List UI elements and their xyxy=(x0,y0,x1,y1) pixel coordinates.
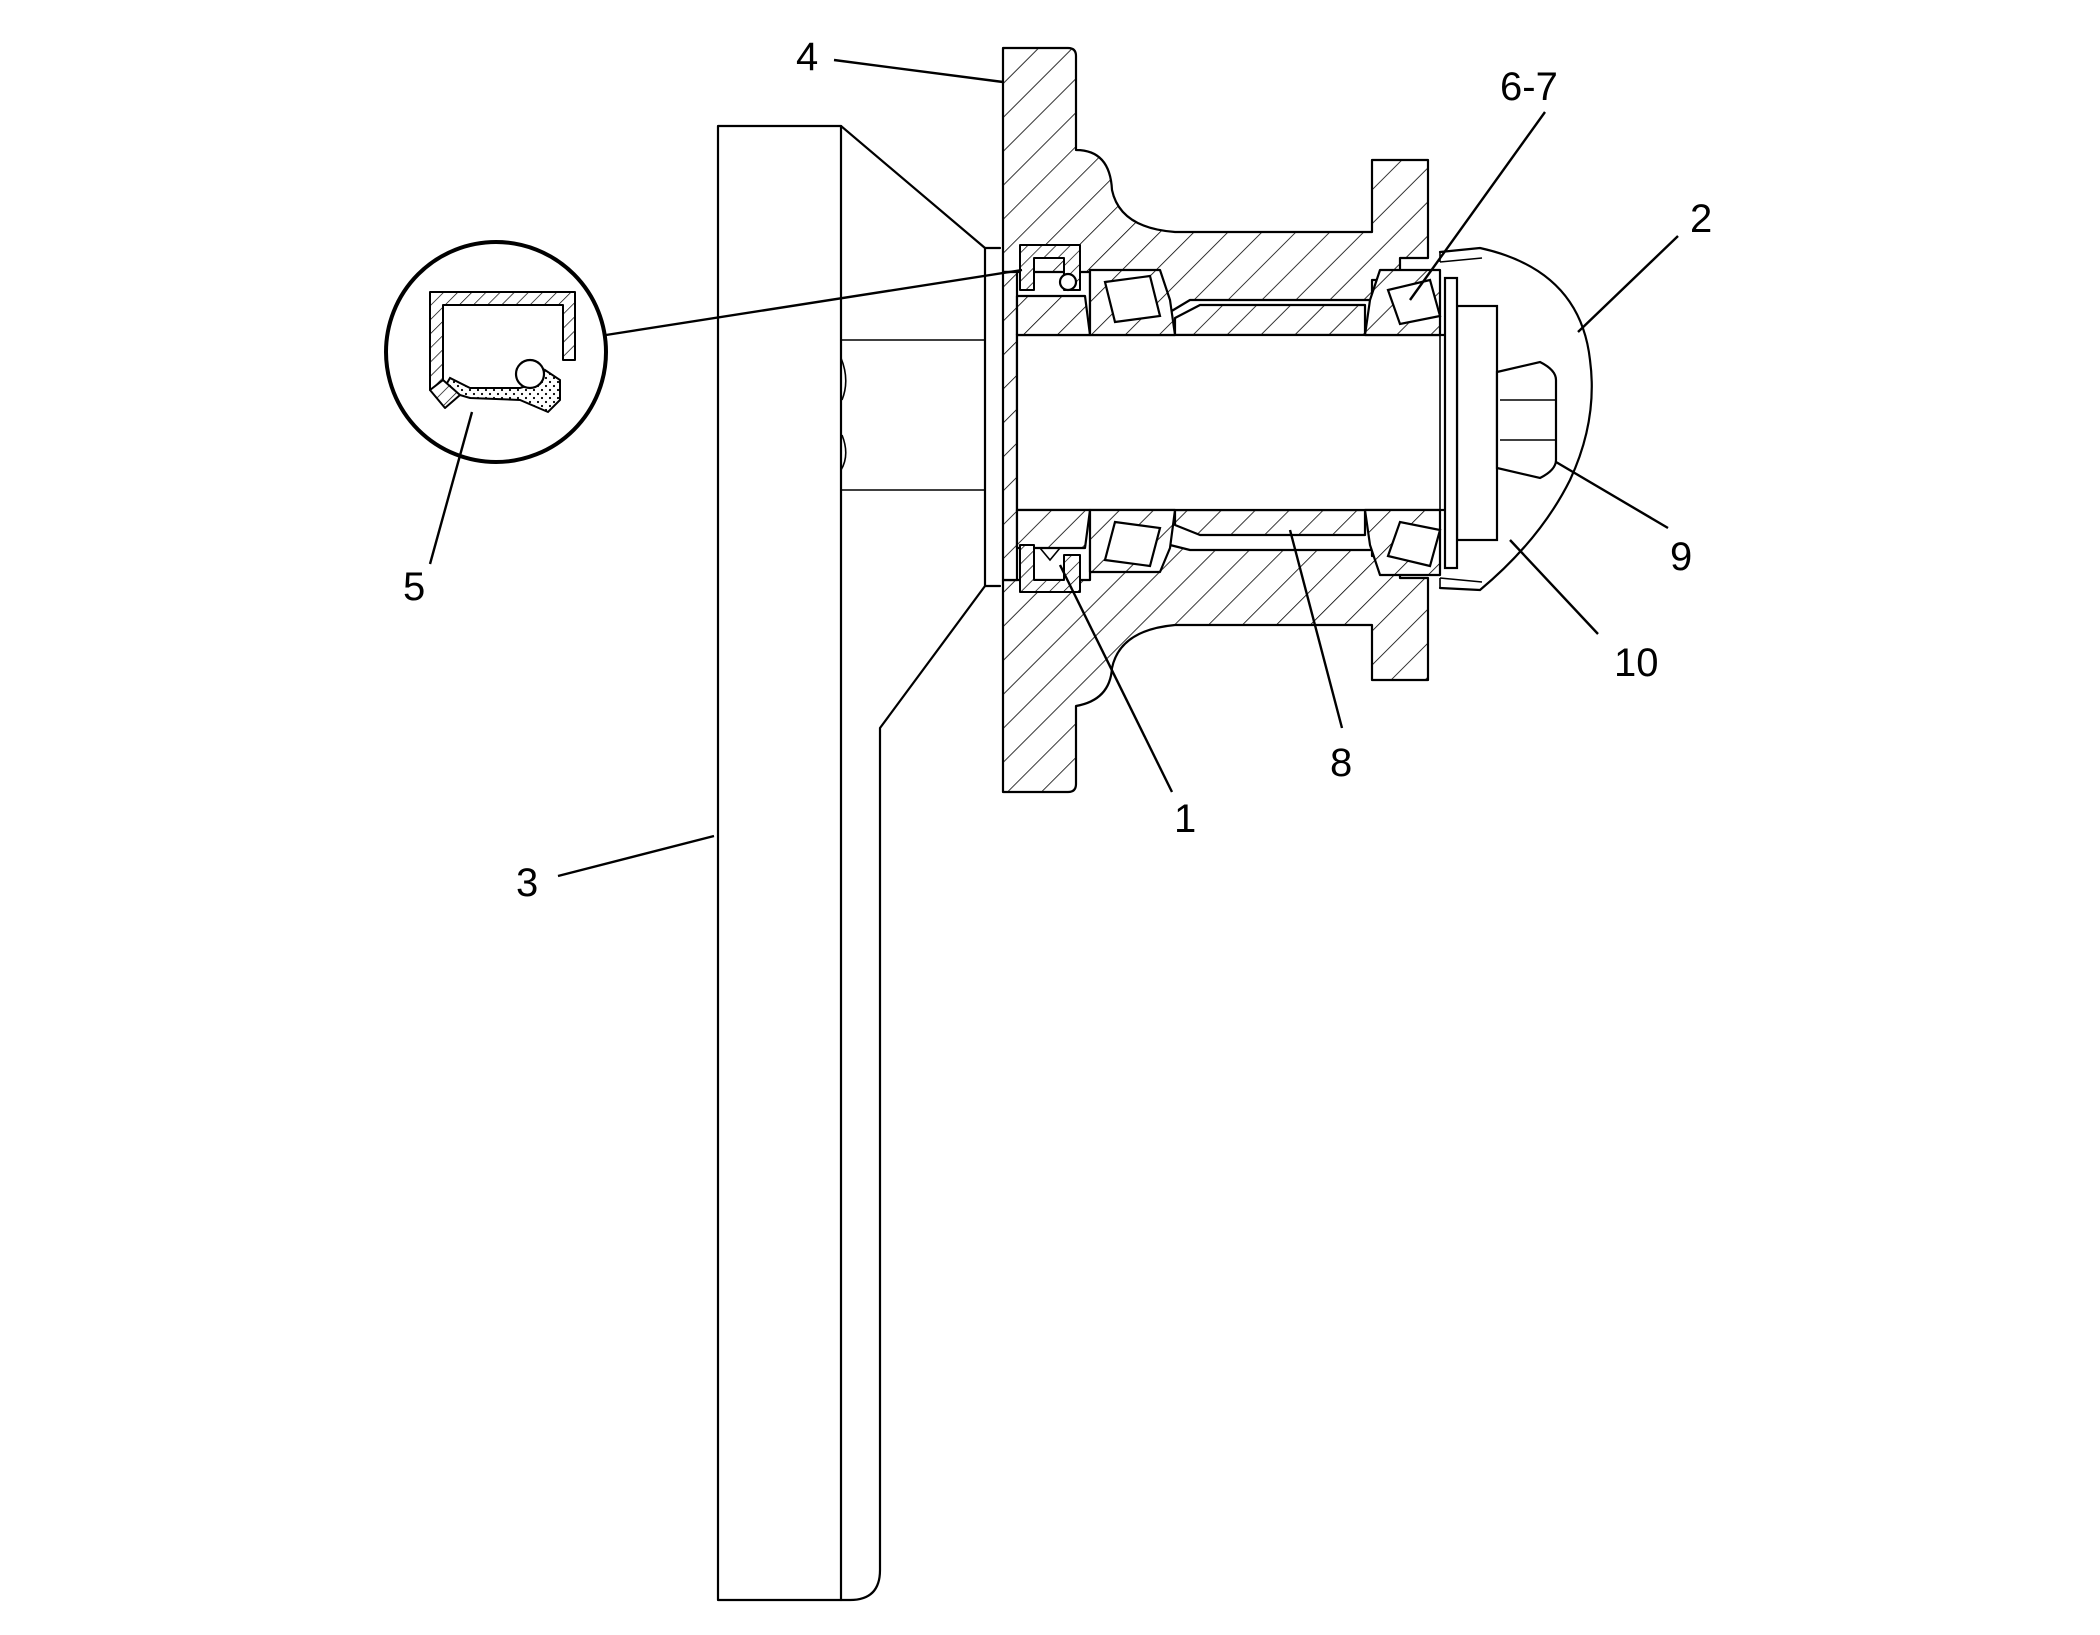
callout-2: 2 xyxy=(1690,197,1712,241)
detail-leader xyxy=(605,268,1023,337)
callout-labels: 4 6-7 2 9 10 8 1 3 5 xyxy=(403,35,1712,905)
callout-9: 9 xyxy=(1670,535,1692,579)
retainer-plate xyxy=(1443,276,1499,570)
callout-4: 4 xyxy=(796,35,818,79)
callout-6-7: 6-7 xyxy=(1500,65,1558,109)
callout-10: 10 xyxy=(1614,641,1659,685)
inner-bearing xyxy=(1015,268,1177,574)
spindle-shaft xyxy=(1015,330,1459,515)
seal-detail-view xyxy=(384,240,608,464)
callout-1: 1 xyxy=(1174,797,1196,841)
callout-3: 3 xyxy=(516,861,538,905)
wheel-plate xyxy=(716,124,1002,1602)
callout-5: 5 xyxy=(403,565,425,609)
leader-lines xyxy=(428,58,1679,878)
callout-8: 8 xyxy=(1330,741,1352,785)
spindle-nut xyxy=(1495,360,1558,480)
lip-seal xyxy=(1019,244,1081,593)
